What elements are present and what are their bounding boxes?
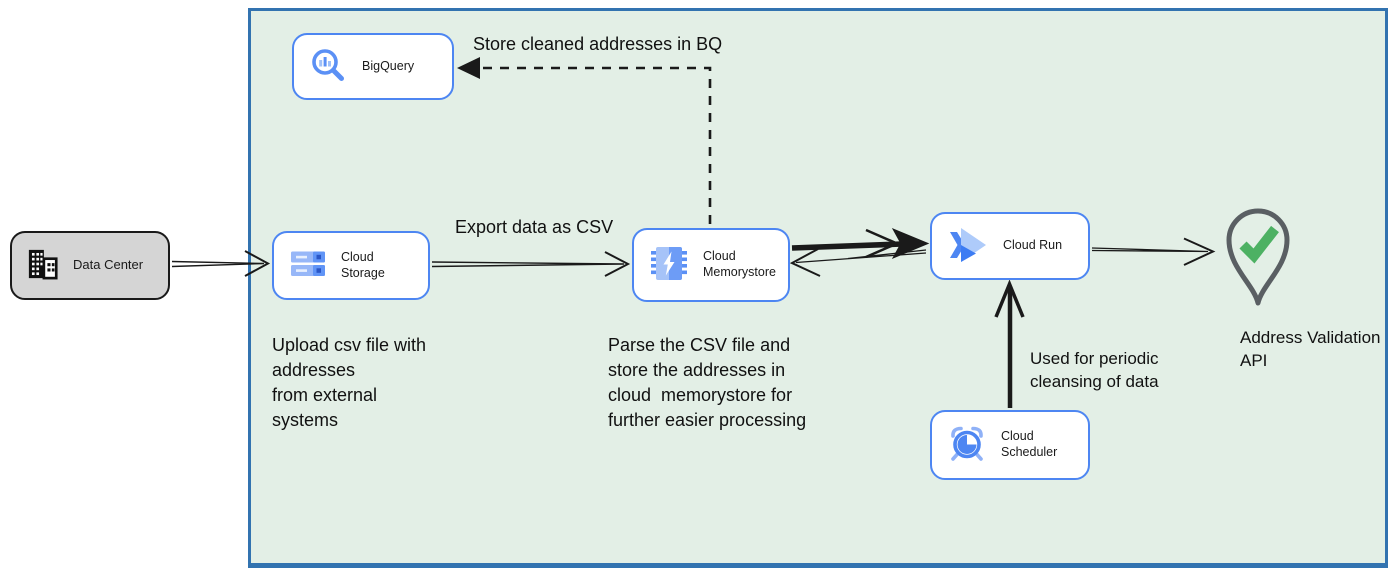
node-label-bigquery: BigQuery <box>362 58 415 73</box>
node-cloud-run[interactable]: Cloud Run <box>930 212 1090 280</box>
address-validation-pin-icon[interactable] <box>1221 204 1295 312</box>
cloud-scheduler-icon <box>948 425 986 465</box>
node-cloud-scheduler[interactable]: Cloud Scheduler <box>930 410 1090 480</box>
cloud-boundary <box>248 8 1388 568</box>
node-label-cloud-scheduler: Cloud Scheduler <box>1001 429 1058 459</box>
node-cloud-storage[interactable]: Cloud Storage <box>272 231 430 300</box>
bigquery-icon <box>310 47 347 87</box>
cloud-storage-icon <box>290 250 326 281</box>
edge-label-store-cleaned: Store cleaned addresses in BQ <box>473 34 723 54</box>
edge-label-export-csv: Export data as CSV <box>455 217 614 237</box>
node-data-center[interactable]: Data Center <box>10 231 170 300</box>
node-cloud-memorystore[interactable]: Cloud Memorystore <box>632 228 790 302</box>
node-label-address-validation-api: Address Validation API <box>1240 328 1381 370</box>
building-icon <box>28 248 58 283</box>
note-parse-csv: Parse the CSV file and store the address… <box>608 335 807 430</box>
edge-label-periodic-cleansing: Used for periodic cleansing of data <box>1030 349 1159 391</box>
node-label-data-center: Data Center <box>73 257 144 273</box>
cloud-run-icon <box>948 225 988 268</box>
node-label-cloud-memorystore: Cloud Memorystore <box>703 249 776 279</box>
node-label-cloud-run: Cloud Run <box>1003 238 1063 253</box>
note-upload-csv: Upload csv file with addresses from exte… <box>272 335 427 430</box>
node-label-cloud-storage: Cloud Storage <box>341 249 385 280</box>
memorystore-icon <box>650 245 688 285</box>
node-bigquery[interactable]: BigQuery <box>292 33 454 100</box>
